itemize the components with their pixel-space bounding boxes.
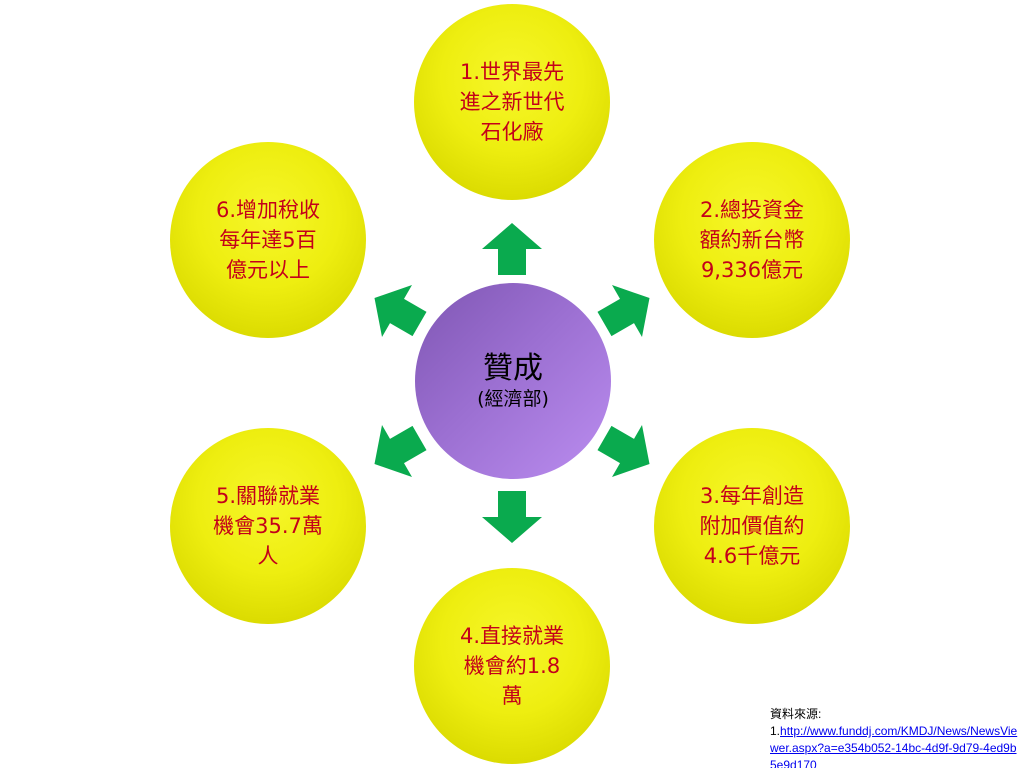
arrow-icon-upper-left	[359, 272, 435, 350]
node-4: 4.直接就業 機會約1.8 萬	[414, 568, 610, 764]
node-3: 3.每年創造 附加價值約 4.6千億元	[654, 428, 850, 624]
arrow-icon-down	[482, 491, 542, 543]
center-subtitle: (經濟部)	[477, 388, 549, 410]
node-6-text: 6.增加稅收 每年達5百 億元以上	[215, 198, 321, 282]
source-line: 1.http://www.funddj.com/KMDJ/News/NewsVi…	[770, 723, 1020, 768]
arrow-icon-up	[482, 223, 542, 275]
node-1-text: 1.世界最先 進之新世代 石化廠	[459, 60, 565, 144]
center-title: 贊成	[483, 351, 543, 386]
arrow-icon-lower-left	[359, 412, 435, 490]
node-6: 6.增加稅收 每年達5百 億元以上	[170, 142, 366, 338]
node-3-text: 3.每年創造 附加價值約 4.6千億元	[699, 484, 805, 568]
node-5-text: 5.關聯就業 機會35.7萬 人	[213, 484, 323, 568]
source-label: 資料來源:	[770, 707, 822, 721]
node-1: 1.世界最先 進之新世代 石化廠	[414, 4, 610, 200]
source-prefix: 1.	[770, 724, 781, 738]
node-2: 2.總投資金 額約新台幣 9,336億元	[654, 142, 850, 338]
node-2-text: 2.總投資金 額約新台幣 9,336億元	[699, 198, 805, 282]
source-link[interactable]: http://www.funddj.com/KMDJ/News/NewsView…	[770, 724, 1018, 768]
node-5: 5.關聯就業 機會35.7萬 人	[170, 428, 366, 624]
source-note: 資料來源: 1.http://www.funddj.com/KMDJ/News/…	[770, 706, 1020, 768]
center-node: 贊成 (經濟部)	[415, 283, 611, 479]
node-4-text: 4.直接就業 機會約1.8 萬	[459, 624, 565, 708]
